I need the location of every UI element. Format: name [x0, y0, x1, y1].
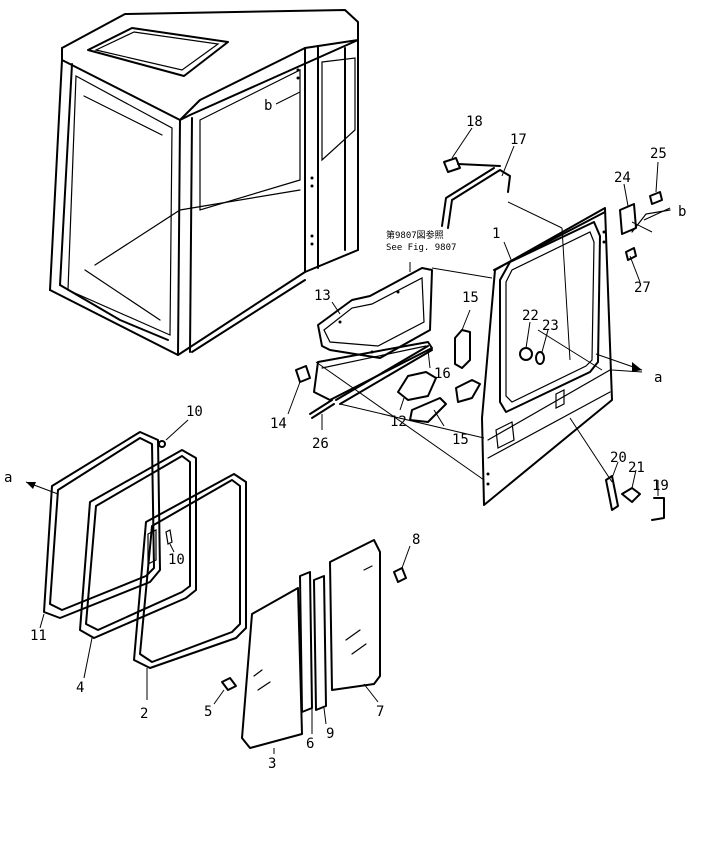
- part-label-14: 14: [270, 416, 287, 432]
- part-label-8: 8: [412, 532, 420, 548]
- part-label-6: 6: [306, 736, 314, 752]
- part-label-10-top: 10: [186, 404, 203, 420]
- window-frame-2: [133, 473, 247, 669]
- part-label-13: 13: [314, 288, 331, 304]
- callout-a-right: a: [654, 370, 662, 386]
- part-label-23: 23: [542, 318, 559, 334]
- part-label-10-mid: 10: [168, 552, 185, 568]
- part-label-15-top: 15: [462, 290, 479, 306]
- glass-rails: [299, 571, 327, 713]
- part-label-15-bottom: 15: [452, 432, 469, 448]
- part-label-17: 17: [510, 132, 527, 148]
- part-label-1: 1: [492, 226, 500, 242]
- part-label-24: 24: [614, 170, 631, 186]
- glass-7: [329, 539, 381, 691]
- reference-note-en: See Fig. 9807: [386, 243, 456, 253]
- part-label-18: 18: [466, 114, 483, 130]
- reference-note-jp: 第9807図参照: [386, 229, 444, 241]
- window-frame-11: [43, 431, 161, 619]
- part-label-4: 4: [76, 680, 84, 696]
- callout-a-left: a: [4, 470, 12, 486]
- part-label-20: 20: [610, 450, 627, 466]
- part-label-5: 5: [204, 704, 212, 720]
- part-label-26: 26: [312, 436, 329, 452]
- part-label-12: 12: [390, 414, 407, 430]
- part-label-9: 9: [326, 726, 334, 742]
- glass-3: [241, 587, 303, 749]
- leader-lines: [39, 127, 659, 754]
- small-fasteners: [158, 440, 407, 691]
- cab-frame: [49, 9, 359, 356]
- callout-b-door: b: [678, 204, 686, 220]
- seal-strip: [335, 345, 433, 405]
- part-label-25: 25: [650, 146, 667, 162]
- part-label-3: 3: [268, 756, 276, 772]
- window-frame-4: [79, 449, 197, 639]
- part-label-11: 11: [30, 628, 47, 644]
- arrows: [25, 91, 671, 495]
- part-label-27: 27: [634, 280, 651, 296]
- rubber-stoppers: [519, 347, 545, 365]
- assembly-guide-lines: [315, 201, 653, 483]
- part-label-19: 19: [652, 478, 669, 494]
- door-bolts: [295, 365, 335, 419]
- callout-b-cab: b: [264, 98, 272, 114]
- striker-parts: [605, 475, 665, 521]
- part-label-22: 22: [522, 308, 539, 324]
- part-label-16: 16: [434, 366, 451, 382]
- part-label-2: 2: [140, 706, 148, 722]
- part-label-7: 7: [376, 704, 384, 720]
- door-panel: [481, 207, 613, 506]
- part-number-labels: 1 2 3 4 5 6 7 8 9 10 10 11 12 13 14 15 1…: [30, 114, 669, 772]
- part-label-21: 21: [628, 460, 645, 476]
- grab-handle: [441, 157, 511, 229]
